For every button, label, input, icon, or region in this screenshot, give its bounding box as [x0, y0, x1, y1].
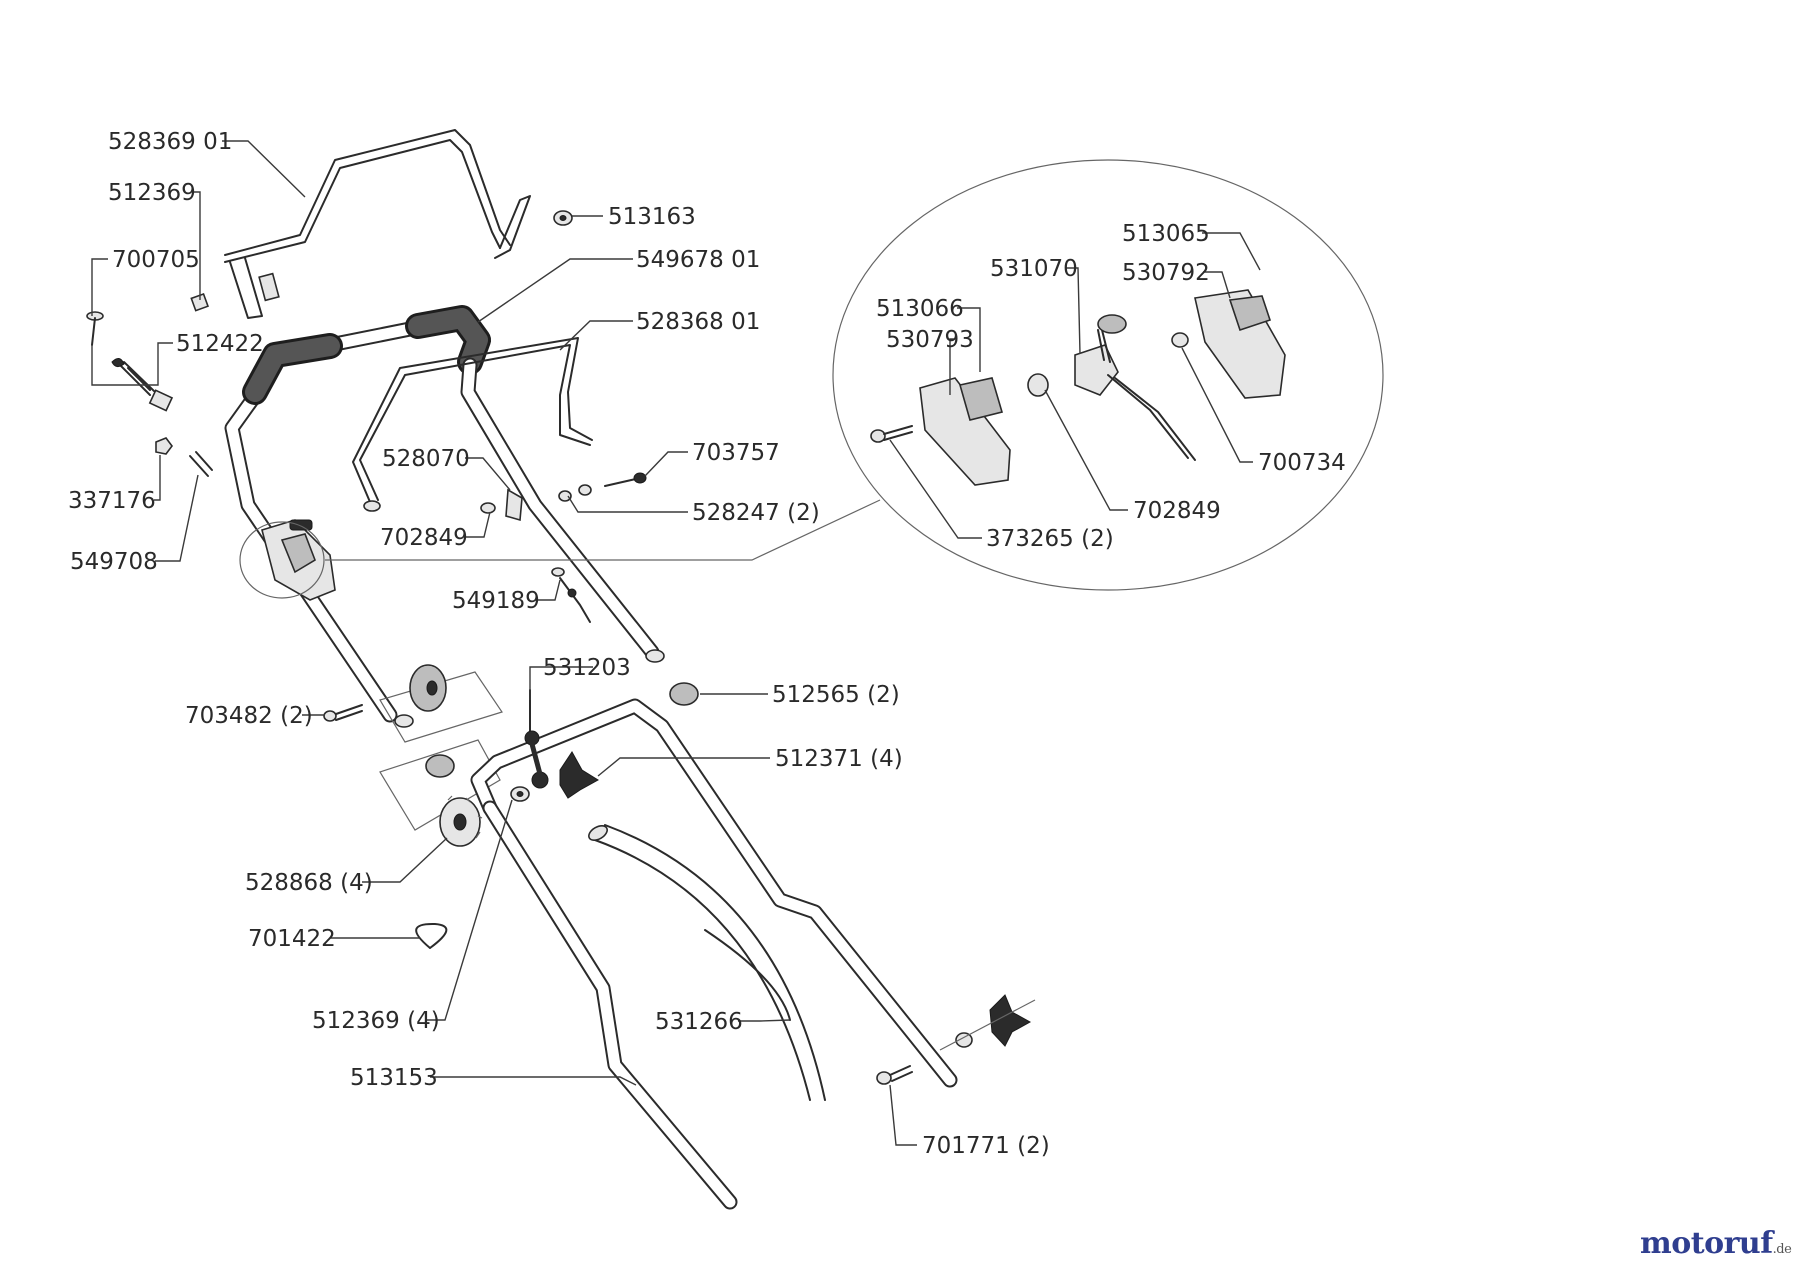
spring-512422-part: [111, 358, 174, 412]
second-handle-tube-part: [460, 357, 665, 663]
label-701422: 701422: [248, 926, 336, 952]
label-531070: 531070: [990, 256, 1078, 282]
label-703757: 703757: [692, 440, 780, 466]
star-knob-part: [379, 664, 503, 831]
part-labels: 528369 01 512369 513163 700705 549678 01…: [68, 129, 1346, 1159]
label-512371: 512371 (4): [775, 746, 903, 772]
label-702849-detail: 702849: [1133, 498, 1221, 524]
star-knob-512371-part: [510, 751, 599, 802]
lower-handle-part: [470, 698, 958, 1210]
label-373265: 373265 (2): [986, 526, 1114, 552]
label-702849: 702849: [380, 525, 468, 551]
screw-700705-part: [86, 311, 104, 346]
label-513065: 513065: [1122, 221, 1210, 247]
washer-513163-part: [553, 210, 573, 226]
plug-lower-part: [425, 754, 455, 778]
nut-512369-part: [190, 292, 209, 312]
detail-lever-531070-part: [1027, 314, 1196, 461]
curved-tube-531266-part: [588, 824, 826, 1101]
label-528868: 528868 (4): [245, 870, 373, 896]
label-528247: 528247 (2): [692, 500, 820, 526]
label-530792: 530792: [1122, 260, 1210, 286]
label-513153: 513153: [350, 1065, 438, 1091]
label-513163: 513163: [608, 204, 696, 230]
handle-grip-part: [242, 305, 491, 405]
motoruf-logo: motoruf.de: [1640, 1226, 1792, 1261]
label-531266: 531266: [655, 1009, 743, 1035]
detail-cover-513065-part: [1194, 289, 1286, 399]
bail-frame-part: [224, 129, 531, 319]
pin-549708-part: [189, 451, 213, 477]
bolt-703482-part: [323, 704, 363, 722]
label-337176: 337176: [68, 488, 156, 514]
label-700705: 700705: [112, 247, 200, 273]
bolt-701771-part: [876, 994, 1036, 1085]
label-531203: 531203: [543, 655, 631, 681]
logo-brand: motoruf: [1640, 1226, 1773, 1261]
label-513066: 513066: [876, 296, 964, 322]
toothed-knob-528868-part: [439, 795, 483, 847]
label-512565: 512565 (2): [772, 682, 900, 708]
label-512369: 512369: [108, 180, 196, 206]
label-512422: 512422: [176, 331, 264, 357]
plug-512565-part: [669, 682, 699, 706]
bracket-528070-part: [480, 472, 647, 522]
lever-bail-part: [352, 337, 593, 512]
label-528369-01: 528369 01: [108, 129, 232, 155]
label-512369-4: 512369 (4): [312, 1008, 440, 1034]
cable-end-549189-part: [551, 567, 591, 623]
nut-337176-part: [155, 437, 173, 455]
leader-lines: [91, 140, 1261, 1146]
label-530793: 530793: [886, 327, 974, 353]
detail-screw-373265-part: [870, 425, 913, 443]
label-703482: 703482 (2): [185, 703, 313, 729]
throttle-housing-part: [261, 519, 336, 601]
label-549189: 549189: [452, 588, 540, 614]
label-549678-01: 549678 01: [636, 247, 760, 273]
logo-suffix: .de: [1772, 1242, 1792, 1257]
clip-701422-part: [415, 922, 448, 949]
detail-callout: [239, 159, 1384, 599]
upper-handle-tube-part: [224, 320, 423, 728]
label-528368-01: 528368 01: [636, 309, 760, 335]
label-549708: 549708: [70, 549, 158, 575]
label-701771: 701771 (2): [922, 1133, 1050, 1159]
label-528070: 528070: [382, 446, 470, 472]
label-700734: 700734: [1258, 450, 1346, 476]
detail-housing-513066-part: [919, 377, 1011, 486]
